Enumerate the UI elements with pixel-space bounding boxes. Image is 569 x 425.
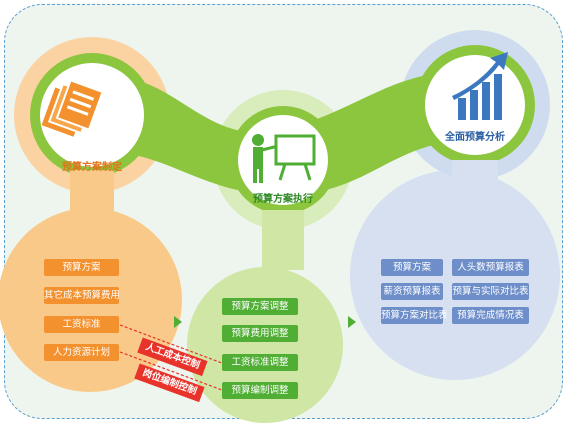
post-control-link bbox=[119, 351, 223, 391]
document-stack-icon bbox=[41, 79, 104, 137]
analysis-stem bbox=[452, 160, 498, 190]
presentation-board-icon bbox=[252, 134, 316, 183]
plan-item: 人力资源计划 bbox=[44, 344, 119, 361]
arrow-left-icon bbox=[348, 316, 356, 328]
exec-item: 预算方案调整 bbox=[222, 298, 298, 315]
exec-item: 工资标准调整 bbox=[222, 354, 298, 371]
plan-item: 工资标准 bbox=[44, 316, 119, 333]
plan-stem bbox=[70, 170, 114, 220]
analysis-item: 预算方案 bbox=[381, 259, 443, 276]
exec-item: 预算编制调整 bbox=[222, 382, 298, 399]
exec-detail-circle bbox=[187, 267, 343, 423]
exec-item: 预算费用调整 bbox=[222, 325, 298, 342]
analysis-item: 预算方案对比表 bbox=[381, 307, 448, 324]
plan-item: 预算方案 bbox=[44, 259, 119, 276]
analysis-item: 薪资预算报表 bbox=[381, 283, 443, 300]
analysis-item: 预算与实际对比表 bbox=[452, 283, 529, 300]
analysis-item: 人头数预算报表 bbox=[452, 259, 529, 276]
growth-chart-icon bbox=[452, 52, 508, 120]
plan-item: 其它成本预算费用 bbox=[44, 287, 120, 304]
plan-title: 预算方案制定 bbox=[62, 162, 122, 173]
analysis-item: 预算完成情况表 bbox=[452, 307, 529, 324]
analysis-title: 全面预算分析 bbox=[445, 132, 505, 143]
exec-title: 预算方案执行 bbox=[253, 194, 313, 205]
cost-control-link bbox=[119, 324, 223, 364]
arrow-right-icon bbox=[174, 316, 182, 328]
exec-stem bbox=[262, 210, 304, 270]
